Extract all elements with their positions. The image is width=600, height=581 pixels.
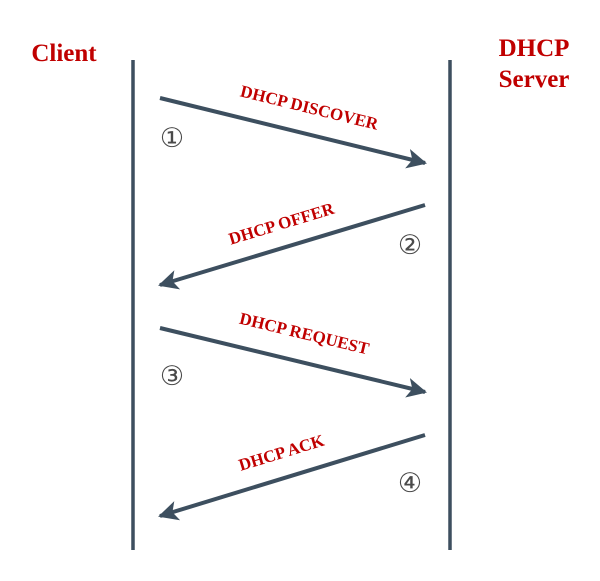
server-label-line2: Server	[499, 66, 570, 93]
message-discover: DHCP DISCOVER ①	[159, 82, 427, 169]
discover-arrow	[159, 96, 427, 169]
offer-label: DHCP OFFER	[226, 199, 337, 249]
step-3-number: ③	[160, 361, 184, 392]
server-label-line1: DHCP	[499, 35, 570, 62]
client-label: Client	[31, 40, 97, 67]
message-ack: DHCP ACK ④	[158, 431, 426, 521]
step-2-number: ②	[398, 230, 422, 261]
message-request: DHCP REQUEST ③	[159, 309, 427, 398]
step-4-number: ④	[398, 468, 422, 499]
step-1-number: ①	[160, 123, 184, 154]
discover-label: DHCP DISCOVER	[238, 82, 380, 134]
request-arrow	[159, 326, 427, 398]
offer-arrow	[158, 203, 426, 290]
ack-arrow	[158, 433, 426, 521]
message-offer: DHCP OFFER ②	[158, 199, 426, 290]
